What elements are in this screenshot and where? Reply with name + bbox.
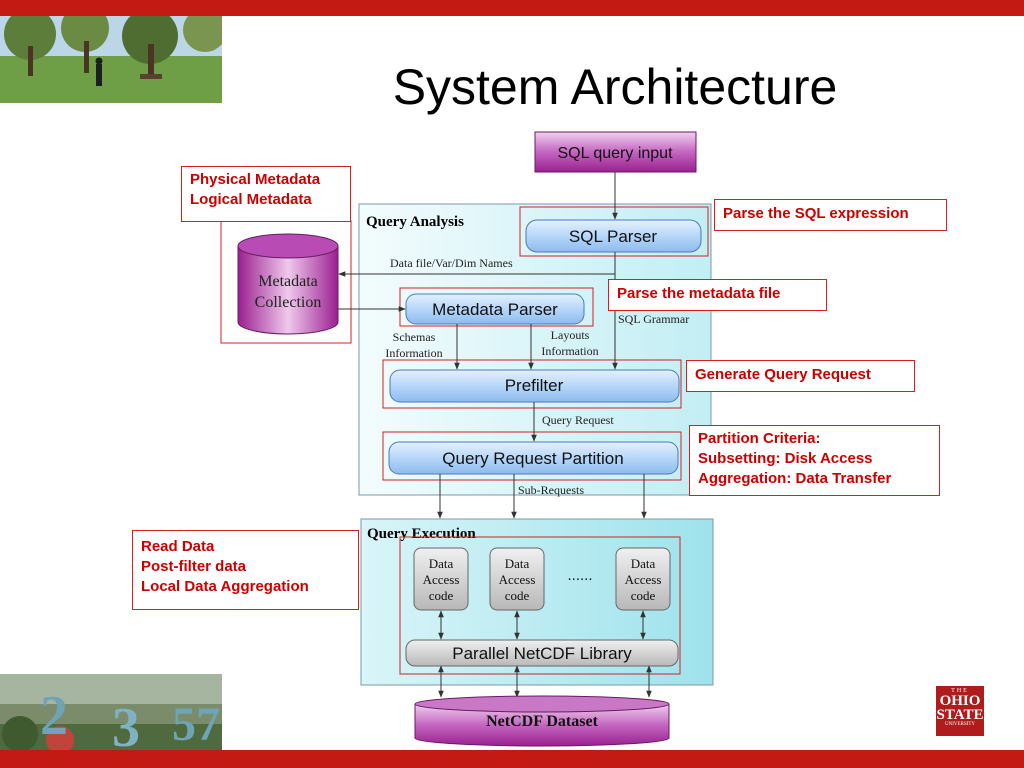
query-request-partition-label: Query Request Partition — [442, 449, 623, 468]
data-access-box-3 — [615, 547, 671, 611]
parallel-netcdf-box — [405, 639, 679, 667]
data-access-2-line2: Access — [499, 572, 536, 587]
execution-highlight — [399, 536, 681, 675]
query-request-partition-box — [388, 441, 679, 475]
schemas-label-2: Information — [385, 346, 442, 360]
read-data-note: Read Data Post-filter data Local Data Ag… — [132, 530, 359, 610]
sql-query-input-box — [534, 131, 697, 173]
netcdf-dataset-label: NetCDF Dataset — [486, 713, 598, 730]
query-analysis-label: Query Analysis — [366, 214, 464, 230]
metadata-collection-label-1: Metadata — [258, 273, 318, 290]
metadata-note: Physical Metadata Logical Metadata — [181, 166, 351, 222]
sql-parser-label: SQL Parser — [569, 227, 658, 246]
data-access-2-line1: Data — [505, 556, 530, 571]
note-line: Parse the metadata file — [617, 285, 781, 302]
note-line: Local Data Aggregation — [141, 578, 309, 595]
parse-sql-note: Parse the SQL expression — [714, 199, 947, 231]
note-line: Aggregation: Data Transfer — [698, 470, 892, 487]
note-line: Physical Metadata — [190, 171, 321, 188]
data-access-box-2 — [489, 547, 545, 611]
partition-note: Partition Criteria: Subsetting: Disk Acc… — [689, 425, 940, 496]
partition-highlight — [382, 431, 682, 481]
logo-line: STATE — [936, 707, 984, 723]
campus-statue-image: 2 3 57 — [0, 674, 222, 750]
svg-text:3: 3 — [112, 697, 140, 750]
note-line: Read Data — [141, 538, 215, 555]
note-line: Logical Metadata — [190, 191, 312, 208]
prefilter-label: Prefilter — [505, 376, 564, 395]
generate-request-note: Generate Query Request — [686, 360, 915, 392]
campus-photo-image — [0, 16, 222, 103]
data-access-3-line1: Data — [631, 556, 656, 571]
layouts-label-2: Information — [541, 344, 598, 358]
metadata-collection-label-2: Collection — [255, 294, 322, 311]
sql-parser-highlight — [519, 206, 709, 257]
top-bar — [0, 0, 1024, 16]
prefilter-highlight — [382, 359, 682, 409]
layouts-label-1: Layouts — [551, 328, 590, 342]
parallel-netcdf-label: Parallel NetCDF Library — [452, 644, 632, 663]
note-line: Post-filter data — [141, 558, 247, 575]
data-access-1-line1: Data — [429, 556, 454, 571]
schemas-label-1: Schemas — [393, 330, 436, 344]
data-access-3-line3: code — [631, 588, 656, 603]
bottom-bar — [0, 750, 1024, 768]
note-line: Generate Query Request — [695, 366, 871, 383]
data-access-1-line3: code — [429, 588, 454, 603]
svg-text:57: 57 — [172, 698, 220, 750]
metadata-collection-cylinder — [237, 246, 339, 335]
note-line: Parse the SQL expression — [723, 205, 909, 222]
netcdf-dataset-cylinder — [414, 704, 670, 747]
logo-line: UNIVERSITY — [945, 722, 975, 727]
logo-line: OHIO — [939, 693, 981, 709]
note-line: Partition Criteria: — [698, 430, 821, 447]
metadata-parser-label: Metadata Parser — [432, 300, 558, 319]
sql-query-input-label: SQL query input — [557, 145, 673, 162]
ellipsis-label: ...... — [567, 567, 592, 584]
metadata-parser-box — [405, 293, 585, 325]
data-access-3-line2: Access — [625, 572, 662, 587]
parse-metadata-note: Parse the metadata file — [608, 279, 827, 311]
sub-requests-label: Sub-Requests — [518, 483, 584, 497]
data-access-2-line3: code — [505, 588, 530, 603]
ohio-state-logo: THE OHIO STATE UNIVERSITY — [936, 686, 984, 736]
data-access-1-line2: Access — [423, 572, 460, 587]
note-line: Subsetting: Disk Access — [698, 450, 873, 467]
svg-text:2: 2 — [40, 685, 68, 747]
query-execution-label: Query Execution — [367, 526, 476, 542]
data-access-box-1 — [413, 547, 469, 611]
names-label: Data file/Var/Dim Names — [390, 256, 513, 270]
query-request-label: Query Request — [542, 413, 614, 427]
sql-parser-box — [525, 219, 702, 253]
sql-grammar-label: SQL Grammar — [618, 312, 689, 326]
page-title: System Architecture — [392, 59, 838, 115]
logo-line: THE — [951, 688, 969, 694]
